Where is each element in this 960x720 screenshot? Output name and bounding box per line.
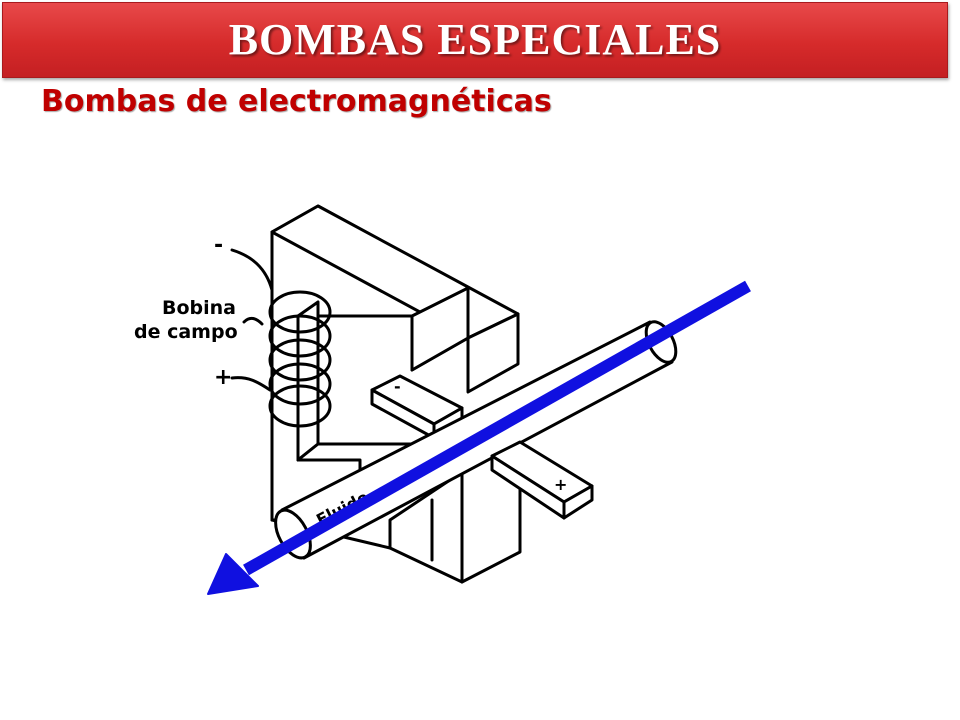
slide-title: BOMBAS ESPECIALES [228,14,722,64]
electrode-top-sign: - [394,377,401,396]
title-banner: BOMBAS ESPECIALES [2,2,948,78]
electrode-front [490,440,594,520]
coil-label-line1: Bobina [162,297,236,319]
field-coil [268,290,332,428]
terminal-plus-sign: + [214,365,232,390]
flow-arrow [207,280,751,595]
slide-subtitle: Bombas de electromagnéticas [41,84,552,119]
coil-leads [230,248,274,392]
electrode-front-sign: + [554,475,567,494]
coil-label-line2: de campo [134,321,238,343]
electrode-top [370,374,464,440]
terminal-minus-sign: - [214,233,223,258]
magnet-core [270,204,520,550]
